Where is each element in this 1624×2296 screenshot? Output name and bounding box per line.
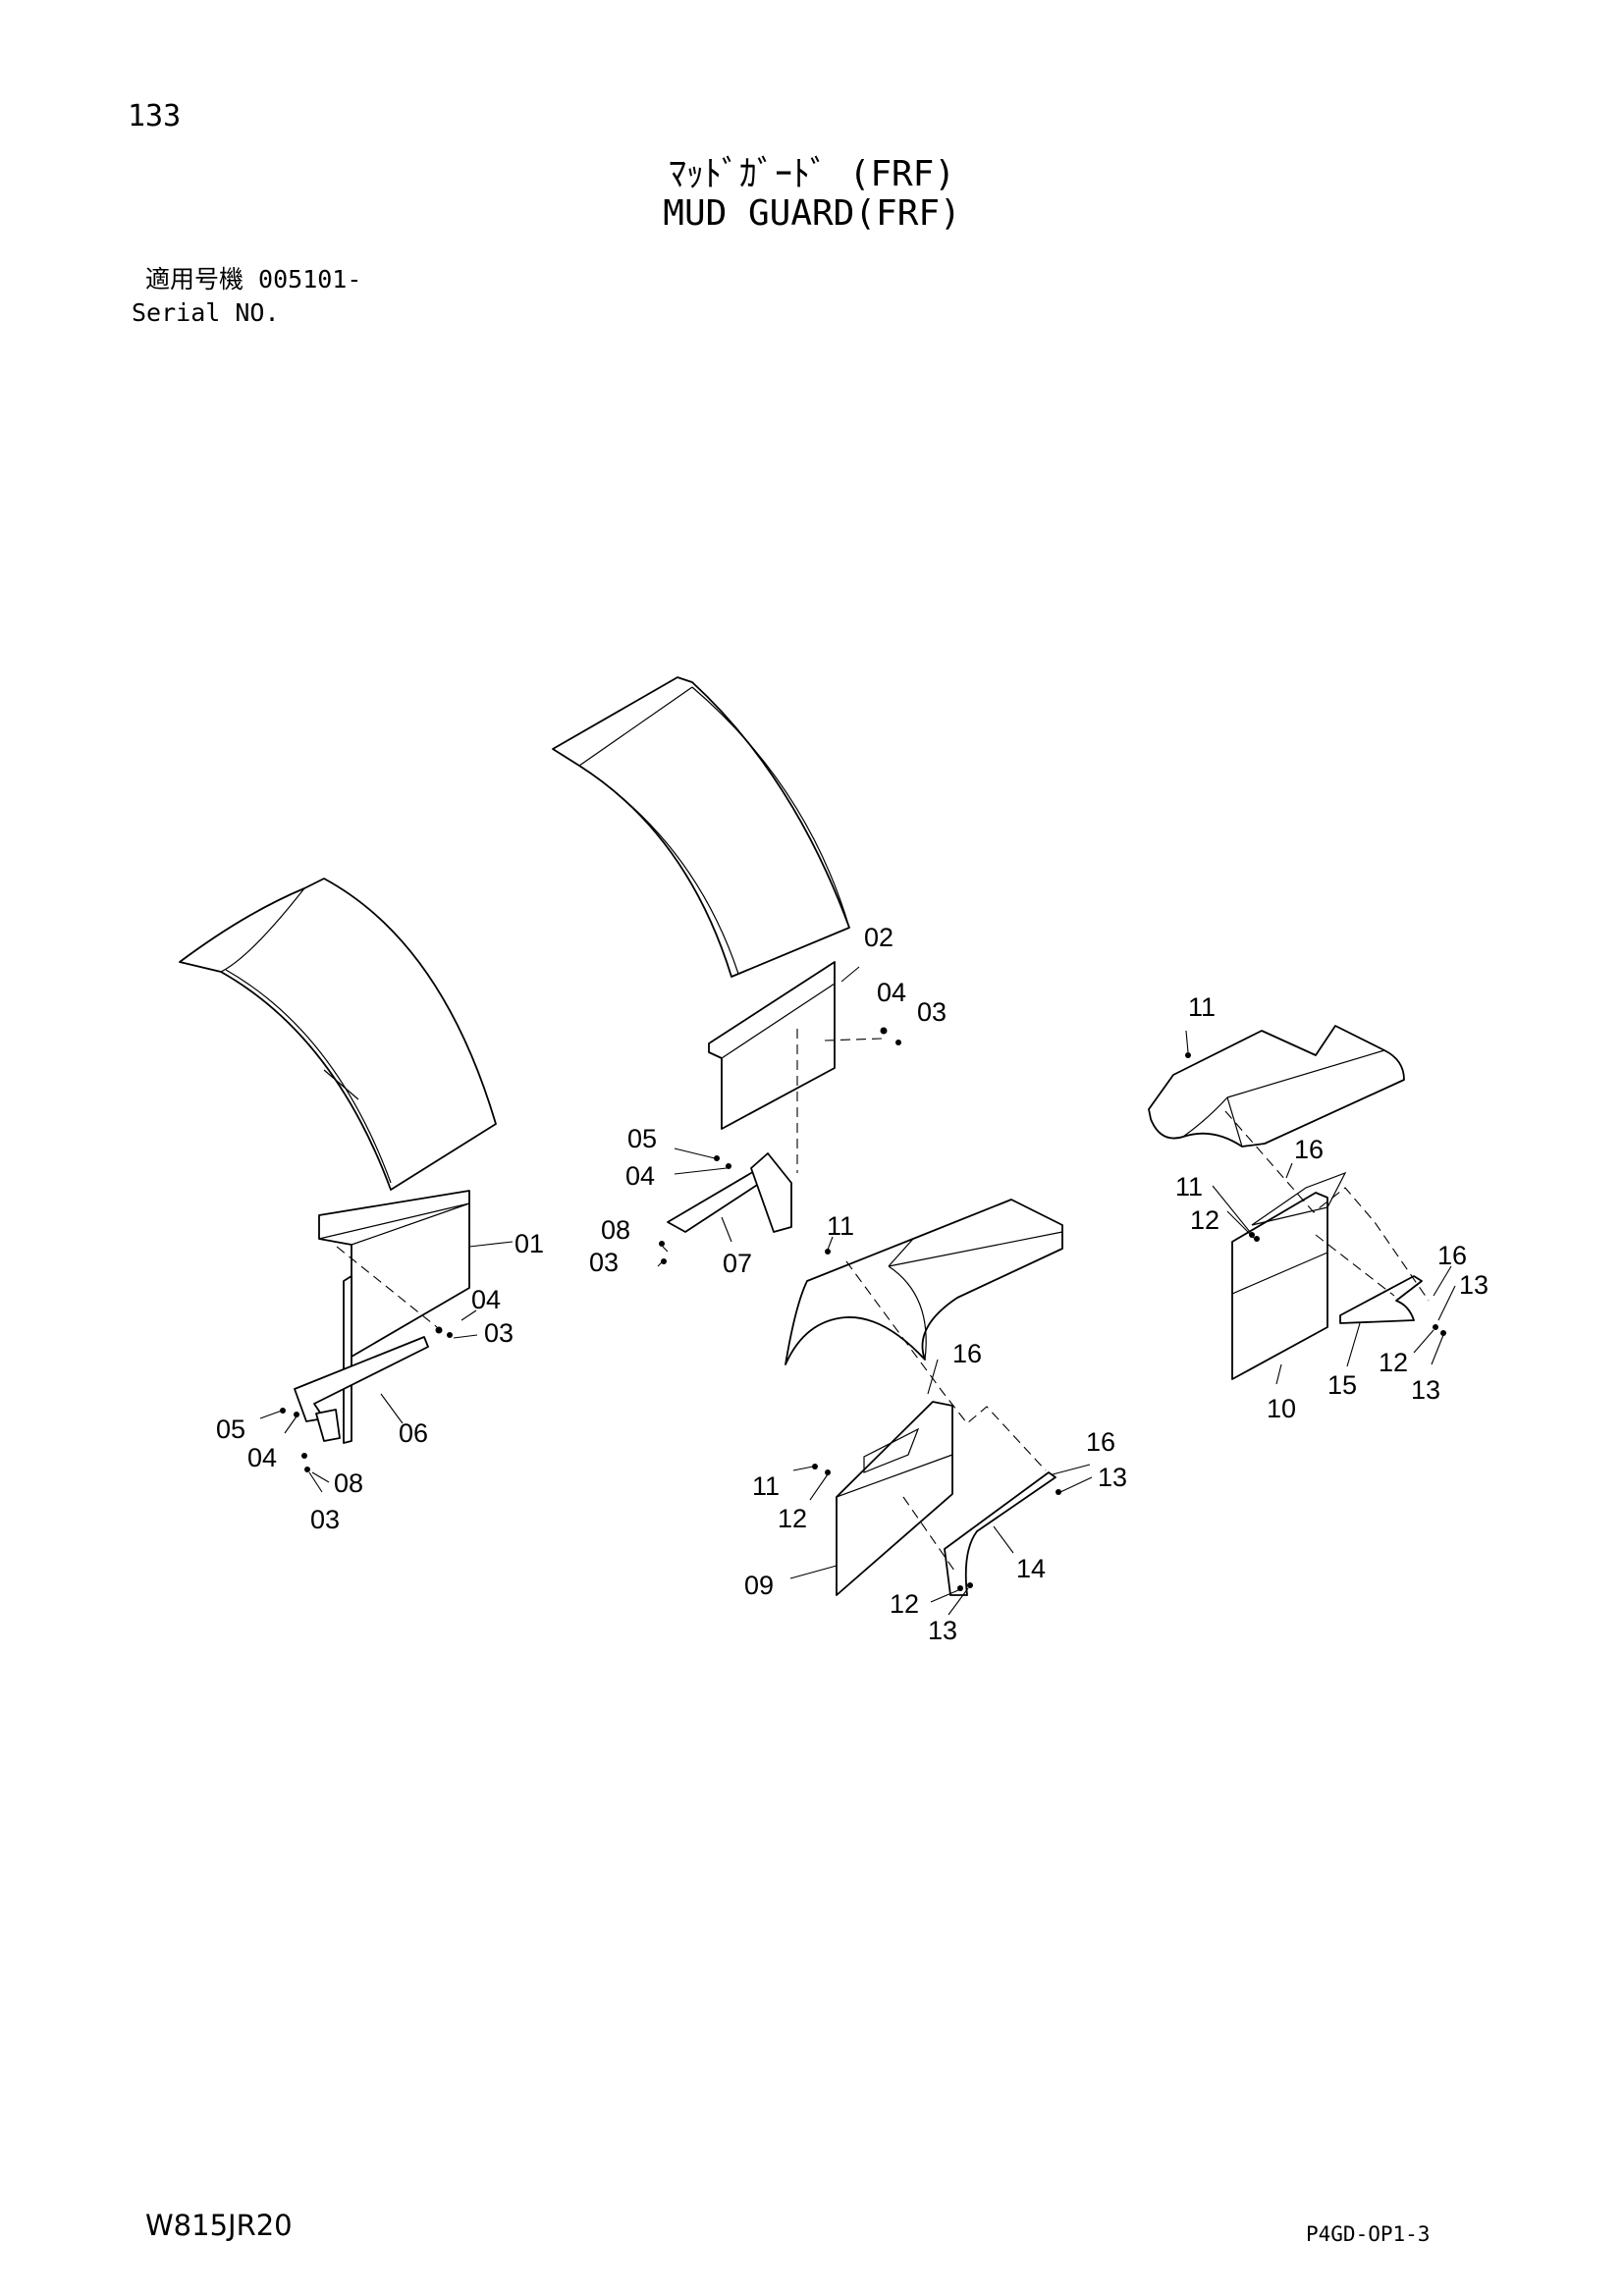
callout-04-left: 04 [471, 1285, 501, 1314]
callout-12-center: 12 [778, 1504, 807, 1533]
callout-16-right: 16 [1294, 1135, 1324, 1164]
center-mud-flap-09 [836, 1401, 953, 1596]
drawing-code: P4GD-OP1-3 [1306, 2222, 1431, 2246]
callout-08-left: 08 [334, 1468, 363, 1498]
fastener-dots [280, 1027, 1446, 1591]
callout-01: 01 [514, 1229, 544, 1258]
callout-04-center-lower: 04 [625, 1161, 655, 1191]
callout-04-left-lower: 04 [247, 1443, 277, 1472]
leader-lines [259, 966, 1456, 1616]
callout-06: 06 [399, 1418, 428, 1448]
callout-15: 15 [1327, 1370, 1357, 1400]
center-bracket [667, 1152, 792, 1233]
model-code: W815JR20 [145, 2209, 293, 2242]
title-japanese: ﾏｯﾄﾞｶﾞｰﾄﾞ (FRF) [668, 154, 956, 194]
center-bottom-fender [785, 1199, 1063, 1365]
right-mud-flap-10 [1231, 1171, 1347, 1380]
center-top-fender [552, 676, 850, 978]
left-mud-flap [318, 1190, 470, 1444]
callout-16-center-right: 16 [1086, 1427, 1115, 1457]
right-plate-15 [1339, 1275, 1423, 1324]
callout-12-right-lower: 12 [1379, 1348, 1408, 1377]
page-number: 133 [128, 99, 182, 133]
callout-13-center-lower: 13 [928, 1616, 957, 1645]
serial-label-japanese: 適用号機 005101- [145, 265, 362, 294]
callout-12-right: 12 [1190, 1205, 1219, 1235]
callout-12-center-lower: 12 [890, 1589, 919, 1619]
callout-14: 14 [1016, 1554, 1046, 1583]
callout-07: 07 [723, 1249, 752, 1278]
callout-13-right: 13 [1459, 1270, 1489, 1300]
callout-11-center: 11 [752, 1471, 780, 1501]
callout-10: 10 [1267, 1394, 1296, 1423]
callout-05-center: 05 [627, 1124, 657, 1153]
title-english: MUD GUARD(FRF) [663, 193, 961, 234]
right-fender [1148, 1025, 1405, 1148]
callout-09: 09 [744, 1571, 774, 1600]
left-fender [179, 878, 497, 1191]
serial-label-english: Serial NO. [132, 298, 280, 327]
center-mud-flap [708, 961, 836, 1130]
callout-16-center: 16 [952, 1339, 982, 1368]
callout-08-center: 08 [601, 1215, 630, 1245]
callout-11-right-fender: 11 [1188, 992, 1216, 1022]
center-plate-14 [944, 1471, 1056, 1596]
callout-13-right-lower: 13 [1411, 1375, 1440, 1405]
left-bracket [294, 1336, 429, 1442]
callout-16-right-lower: 16 [1437, 1241, 1467, 1270]
callout-03-left: 03 [484, 1318, 514, 1348]
callout-03-center: 03 [917, 997, 947, 1027]
callout-03-center-lower: 03 [589, 1248, 619, 1277]
callout-13-center: 13 [1098, 1463, 1127, 1492]
callout-03-left-lower: 03 [310, 1505, 340, 1534]
callout-11-center-fender: 11 [827, 1211, 854, 1241]
callout-11-right: 11 [1175, 1172, 1203, 1201]
callout-04-center: 04 [877, 978, 906, 1007]
callout-02: 02 [864, 923, 893, 952]
callout-05-left: 05 [216, 1415, 245, 1444]
